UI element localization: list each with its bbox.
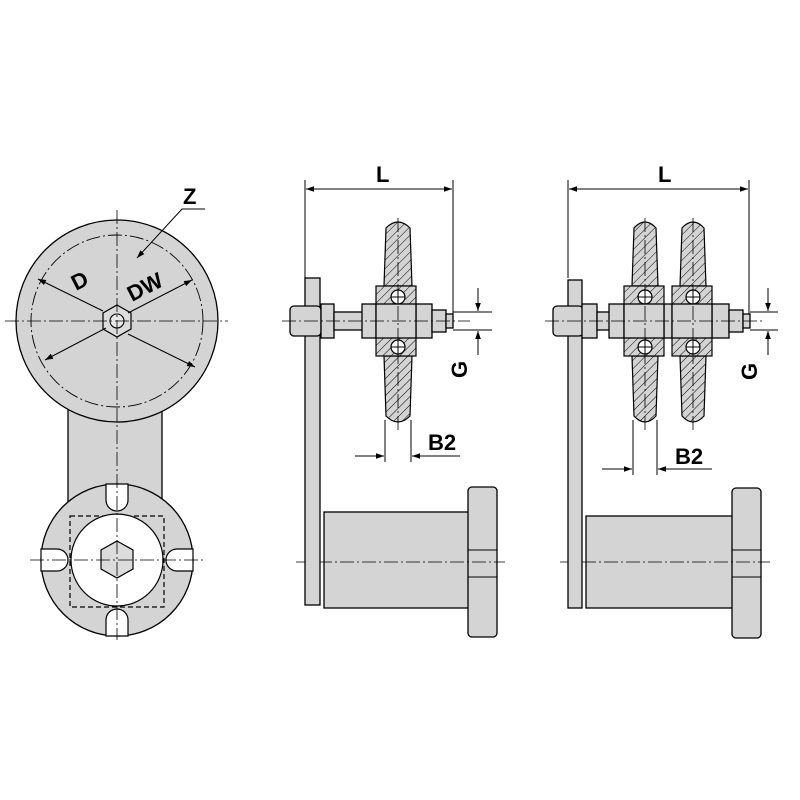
hub-flange-double: [731, 487, 762, 639]
dimension-dw: [44, 327, 107, 361]
label-b2-double: B2: [675, 444, 703, 469]
label-l-single: L: [376, 162, 389, 187]
side-view-single: L G: [282, 162, 505, 638]
label-l-double: L: [658, 162, 671, 187]
hub-nut: [100, 540, 134, 579]
label-g-double: G: [737, 363, 762, 380]
label-z: Z: [183, 184, 196, 209]
hub-slot-bottom: [105, 608, 129, 637]
mounting-plate-double: [567, 279, 583, 609]
dimension-d: [37, 278, 104, 312]
leader-z: [136, 208, 205, 259]
label-g-single: G: [447, 361, 472, 378]
front-view: Z D DW: [5, 184, 228, 640]
mounting-plate: [304, 277, 321, 606]
side-view-double: L: [545, 162, 778, 639]
label-b2-single: B2: [428, 430, 456, 455]
